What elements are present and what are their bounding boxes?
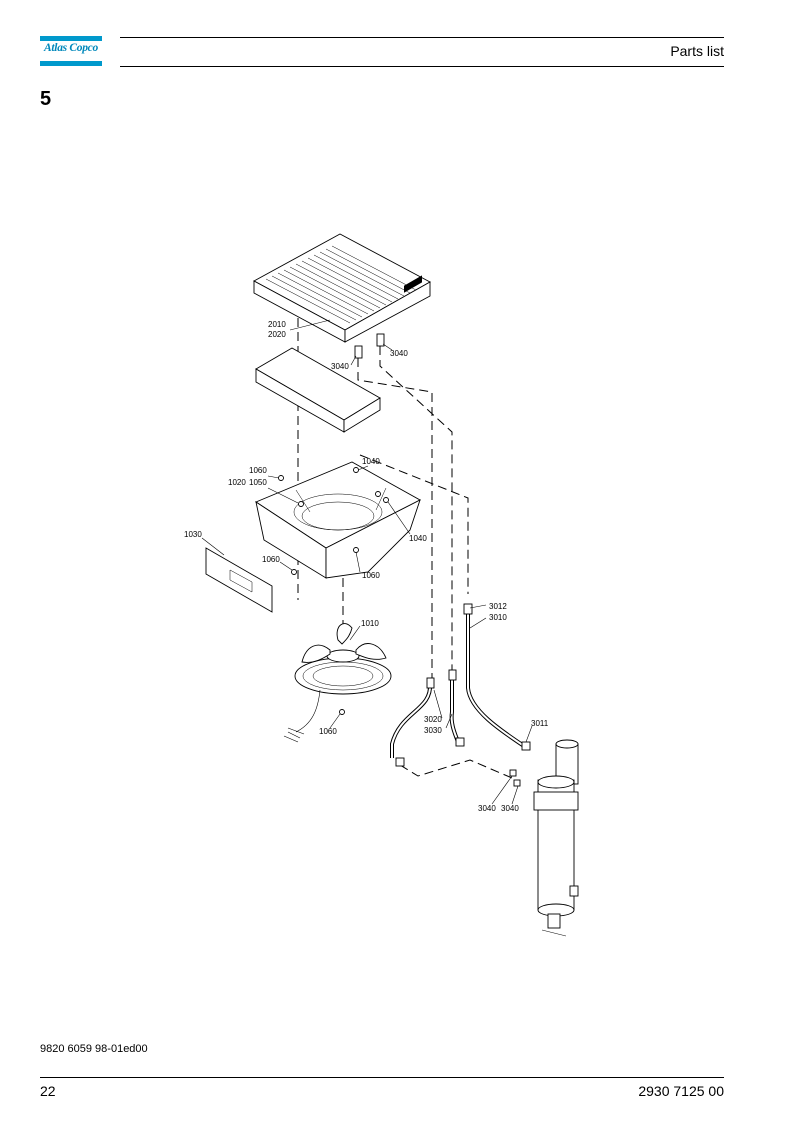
logo-text: Atlas Copco bbox=[44, 42, 98, 54]
callout-1060: 1060 bbox=[262, 555, 280, 564]
fittings-top bbox=[354, 333, 385, 359]
cover-plate bbox=[205, 547, 273, 613]
callout-1030: 1030 bbox=[184, 530, 202, 539]
section-number: 5 bbox=[40, 88, 52, 110]
separator-vessel bbox=[533, 739, 579, 937]
callout-2010: 2010 bbox=[268, 320, 286, 329]
callouts: 2010 2020 3040 3040 1060 1040 1020 1050 … bbox=[184, 320, 549, 813]
document-code: 9820 6059 98-01ed00 bbox=[40, 1043, 148, 1055]
callout-1060: 1060 bbox=[319, 727, 337, 736]
callout-1020: 1020 bbox=[228, 478, 246, 487]
callout-1060: 1060 bbox=[249, 466, 267, 475]
leader-lines bbox=[201, 319, 533, 805]
atlas-copco-logo: Atlas Copco bbox=[40, 36, 102, 66]
radiator-cooler bbox=[253, 233, 431, 343]
callout-2020: 2020 bbox=[268, 330, 286, 339]
callout-1010: 1010 bbox=[361, 619, 379, 628]
callout-3040: 3040 bbox=[478, 804, 496, 813]
footer-rule bbox=[40, 1077, 724, 1078]
header-bottom-rule bbox=[120, 66, 724, 67]
fan-cowl bbox=[255, 461, 421, 579]
callout-1050: 1050 bbox=[249, 478, 267, 487]
callout-3010: 3010 bbox=[489, 613, 507, 622]
callout-3040: 3040 bbox=[501, 804, 519, 813]
callout-3040: 3040 bbox=[331, 362, 349, 371]
foam-panel bbox=[255, 347, 381, 433]
header-top-rule bbox=[120, 37, 724, 38]
screws bbox=[278, 467, 389, 715]
callout-3040: 3040 bbox=[390, 349, 408, 358]
callout-3012: 3012 bbox=[489, 602, 507, 611]
callout-3011: 3011 bbox=[531, 719, 549, 728]
fan-assembly bbox=[283, 623, 392, 743]
callout-3030: 3030 bbox=[424, 726, 442, 735]
page-number: 22 bbox=[40, 1083, 56, 1099]
hoses bbox=[390, 603, 531, 787]
header-title: Parts list bbox=[670, 43, 724, 59]
callout-1060: 1060 bbox=[362, 571, 380, 580]
callout-3020: 3020 bbox=[424, 715, 442, 724]
callout-1040: 1040 bbox=[362, 457, 380, 466]
callout-1040: 1040 bbox=[409, 534, 427, 543]
document-number: 2930 7125 00 bbox=[638, 1083, 724, 1099]
